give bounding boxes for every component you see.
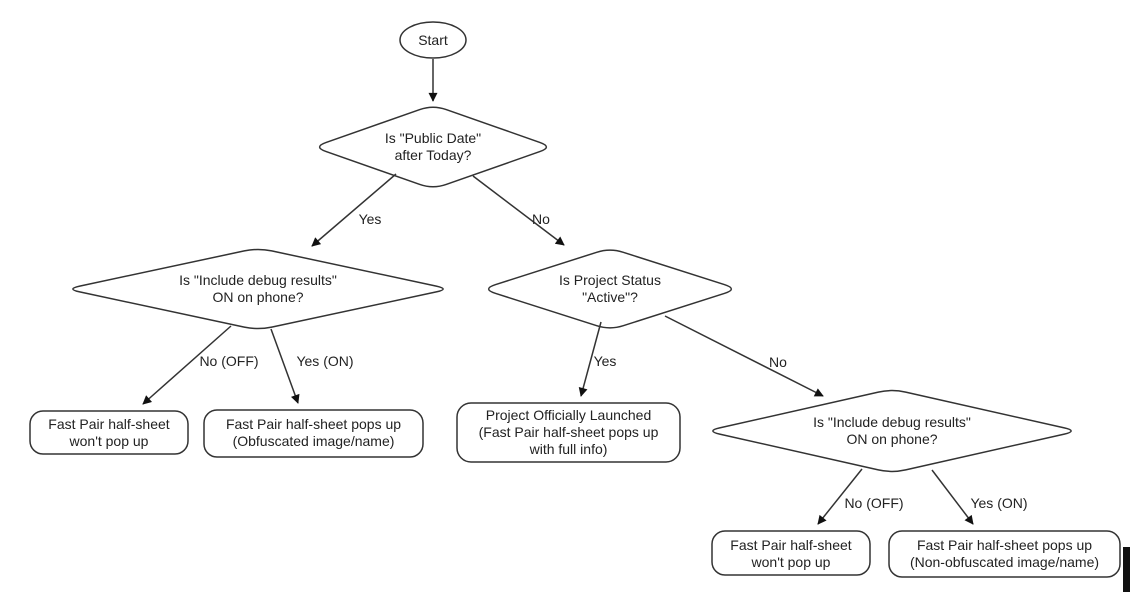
result-obfuscated-shape [203, 409, 424, 458]
edge-yes-to-launched [578, 321, 602, 397]
edge-no-off-left [142, 325, 232, 405]
edge-label-yes-top: Yes [358, 211, 382, 227]
edge-no-to-debug-right [664, 315, 824, 397]
start-node-shape [399, 21, 467, 59]
decision-project-status-label: Is Project Status "Active"? [559, 272, 661, 305]
edge-yes-on-right [931, 469, 974, 525]
edge-yes-on-left [270, 328, 300, 404]
result-launched-shape [456, 402, 681, 463]
decision-public-date-label: Is "Public Date" after Today? [384, 130, 482, 163]
result-no-popup-right-shape [711, 530, 871, 576]
edge-label-yes-on-left: Yes (ON) [296, 353, 354, 369]
result-non-obfuscated-label: Fast Pair half-sheet pops up (Non-obfusc… [909, 537, 1100, 570]
decision-public-date-shape [318, 106, 548, 188]
edge-label-yes-status: Yes [593, 353, 617, 369]
result-non-obfuscated-shape [888, 530, 1121, 578]
edge-label-yes-on-right: Yes (ON) [970, 495, 1028, 511]
result-no-popup-left-shape [29, 410, 189, 455]
result-launched-label: Project Officially Launched (Fast Pair h… [478, 407, 659, 457]
start-node-label: Start [418, 32, 448, 48]
result-obfuscated-label: Fast Pair half-sheet pops up (Obfuscated… [225, 416, 402, 449]
edge-no-to-project-status [472, 175, 565, 246]
result-no-popup-right-label: Fast Pair half-sheet won't pop up [730, 537, 852, 570]
decision-debug-left-label: Is "Include debug results" ON on phone? [179, 272, 337, 305]
edge-label-no-top: No [532, 211, 550, 227]
edge-label-no-status: No [769, 354, 787, 370]
edge-yes-to-debug-left [311, 173, 397, 247]
decision-debug-right-label: Is "Include debug results" ON on phone? [813, 414, 971, 447]
decision-debug-right-shape [712, 389, 1072, 473]
result-no-popup-left-label: Fast Pair half-sheet won't pop up [48, 416, 170, 449]
edge-no-off-right [817, 468, 863, 525]
decision-debug-left-shape [72, 248, 444, 330]
decision-project-status-shape [487, 249, 733, 329]
edge-label-no-off-left: No (OFF) [199, 353, 259, 369]
edge-label-no-off-right: No (OFF) [844, 495, 904, 511]
text-cursor-artifact [1123, 547, 1130, 592]
